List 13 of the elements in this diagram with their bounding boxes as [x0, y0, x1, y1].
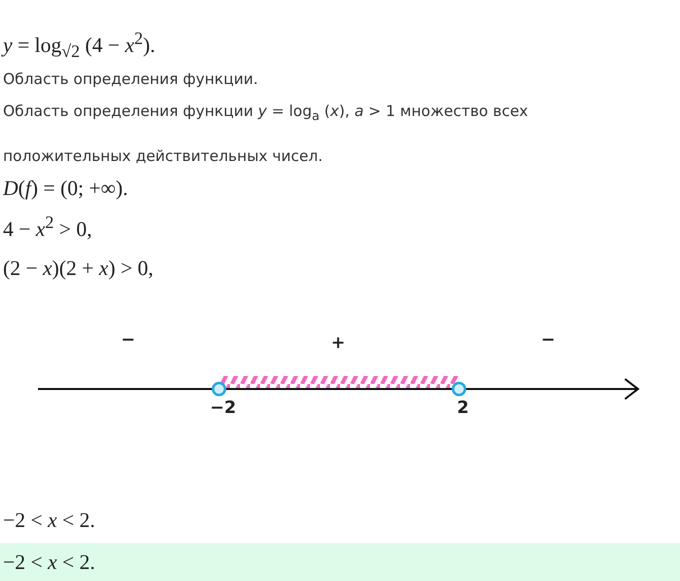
sign-label: − [120, 330, 136, 350]
inequality: 4 − x$^{2}$ > 0, [2, 212, 94, 242]
tick-label: −2 [209, 398, 238, 418]
formula: y = log$_{√2}$ (4 − x$^{2}$). [0, 28, 156, 62]
sign-label: − [540, 330, 556, 350]
inequality: (2 − x)(2 + x) > 0, [2, 256, 154, 281]
paragraph: Область определения функции y = log$_{a}$ (x), a > 1 множество всех положительных действительных чисел. [2, 101, 530, 167]
sign-label: + [330, 333, 346, 353]
tick-label: 2 [456, 398, 470, 418]
answer-text: −2 < x < 2. [0, 543, 680, 581]
solution-text: −2 < x < 2. [2, 508, 96, 533]
text-line: Область определения функции. [2, 70, 259, 88]
formula: D(f) = (0; +∞). [2, 176, 129, 201]
